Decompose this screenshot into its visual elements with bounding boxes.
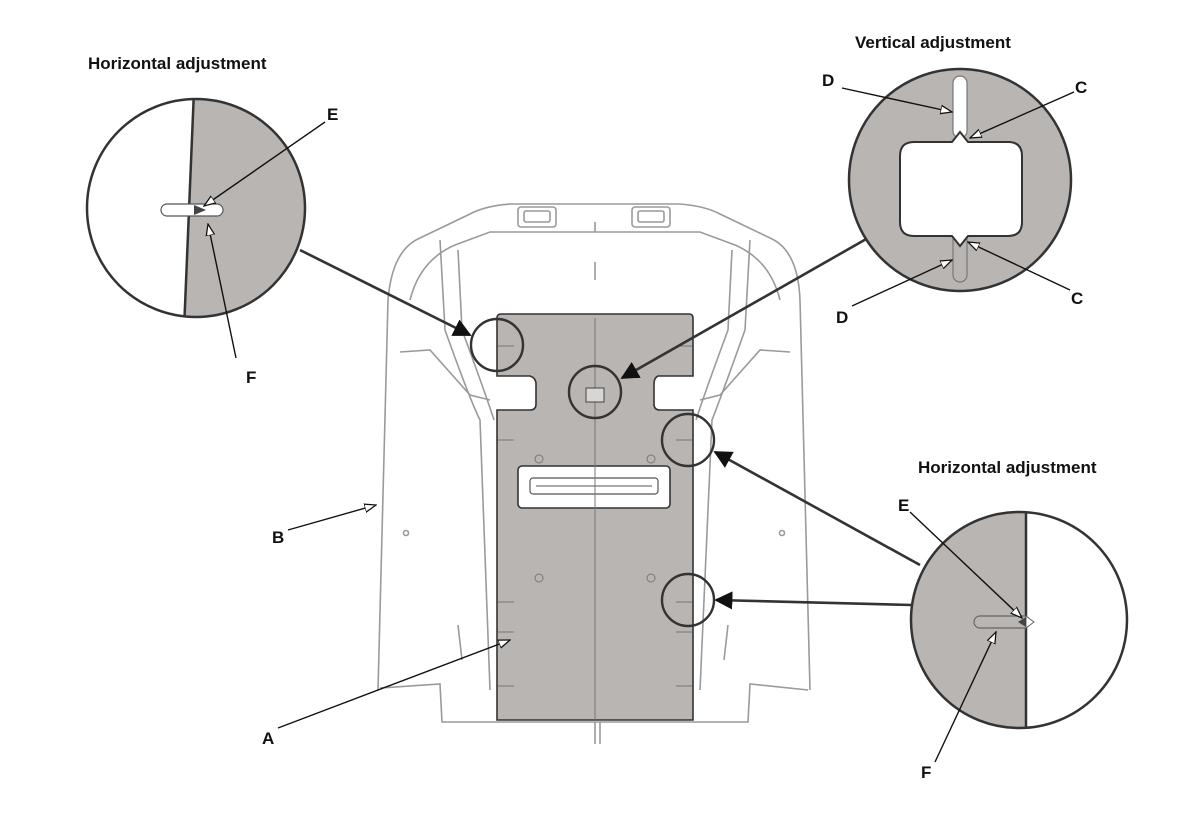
label-e-left: E (327, 105, 338, 124)
title-top-left: Horizontal adjustment (88, 54, 267, 73)
leader-c-bottom (968, 242, 1071, 291)
label-d-top: D (822, 71, 834, 90)
arrow-bottom-right-to-panel-upper (713, 450, 921, 567)
leader-d-top (841, 87, 952, 112)
label-c-top: C (1075, 78, 1087, 97)
leader-a (277, 639, 510, 729)
leader-e-left (204, 121, 326, 206)
label-a: A (262, 729, 274, 748)
arrow-top-right-to-panel (620, 236, 869, 380)
detail-circle-top-left (469, 317, 525, 373)
label-f-left: F (246, 368, 256, 387)
leader-f-right (934, 632, 996, 763)
zoom-circle-bottom-right (909, 510, 1129, 730)
leader-c-top (970, 91, 1075, 138)
leader-d-bottom (851, 260, 952, 307)
title-bottom-right: Horizontal adjustment (918, 458, 1097, 477)
detail-circles (469, 317, 716, 628)
zoom-circle-top-right (847, 67, 1073, 293)
leader-f-left (208, 224, 237, 359)
arrow-top-left-to-panel (299, 248, 472, 337)
detail-circle-right-upper (660, 412, 716, 468)
title-top-right: Vertical adjustment (855, 33, 1011, 52)
label-e-right: E (898, 496, 909, 515)
zoom-circle-top-left (85, 97, 307, 319)
leader-lines (204, 87, 1075, 763)
detail-circle-center (567, 364, 623, 420)
leader-b (287, 505, 376, 531)
label-f-right: F (921, 763, 931, 782)
label-b: B (272, 528, 284, 547)
leader-e-right (909, 511, 1022, 618)
label-d-bottom: D (836, 308, 848, 327)
panel-a (496, 313, 694, 721)
detail-circle-right-lower (660, 572, 716, 628)
arrow-bottom-right-to-panel-lower (714, 591, 913, 610)
label-c-bottom: C (1071, 289, 1083, 308)
connector-arrows (299, 236, 921, 610)
